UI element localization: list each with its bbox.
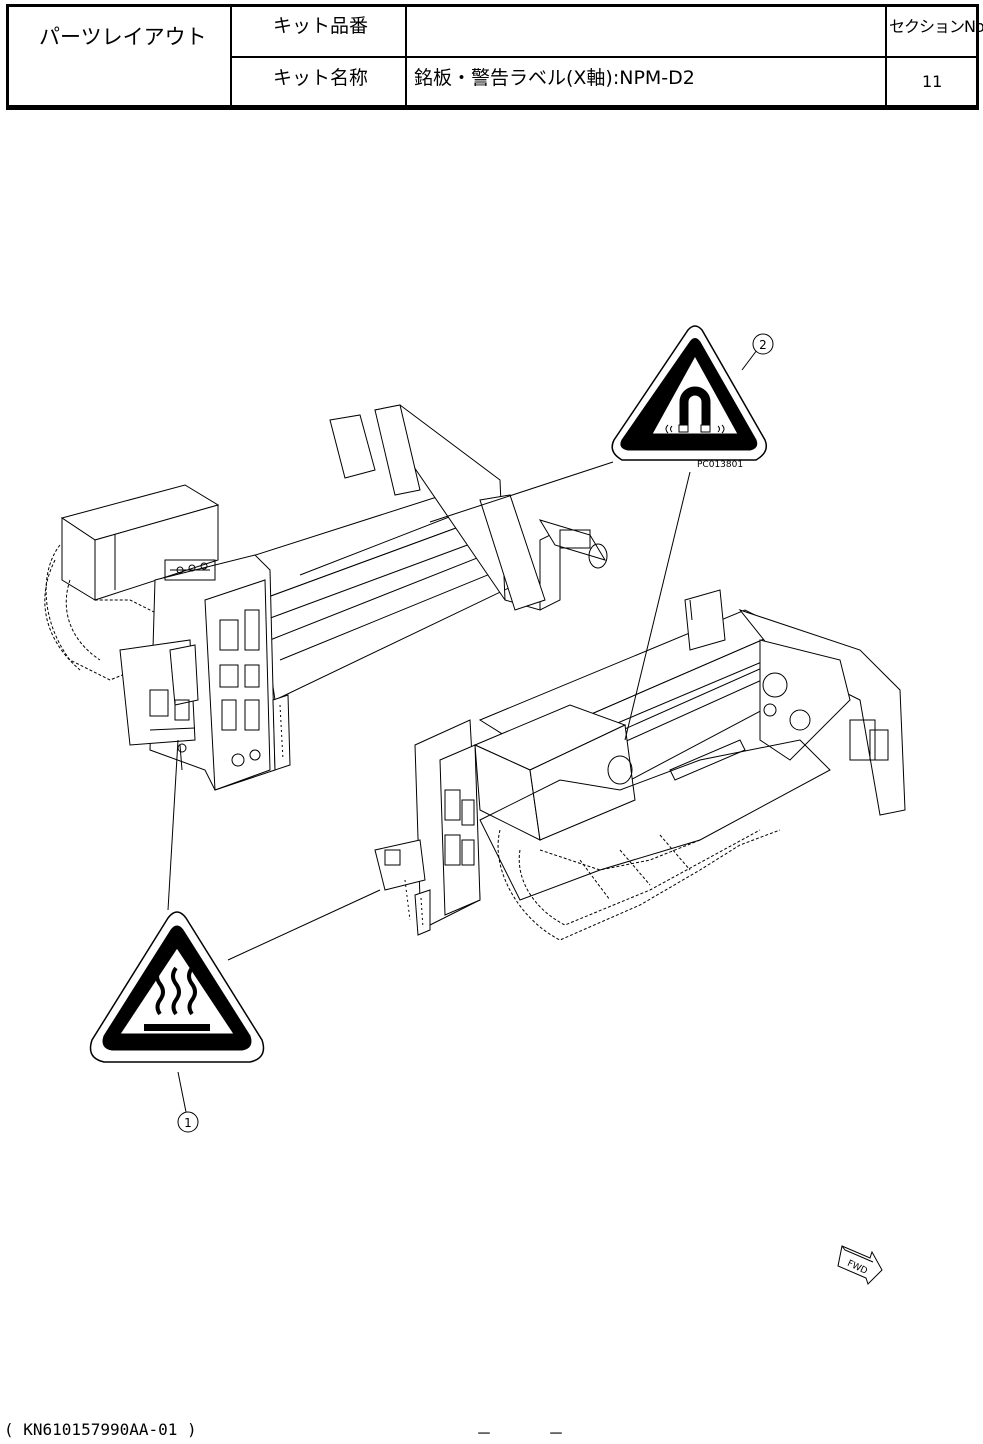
document-code: ( KN610157990AA-01 ) bbox=[4, 1420, 197, 1439]
magnetic-warning-label bbox=[612, 326, 766, 460]
callout-1-number: 1 bbox=[184, 1116, 192, 1130]
page-dash-right: － bbox=[548, 1420, 564, 1444]
callout-2-number: 2 bbox=[759, 338, 767, 352]
page-dash-left: － bbox=[476, 1420, 492, 1444]
x-axis-assembly-lower bbox=[375, 590, 905, 940]
hot-surface-warning-label bbox=[91, 912, 264, 1062]
label-code-text: PC013801 bbox=[697, 460, 743, 470]
